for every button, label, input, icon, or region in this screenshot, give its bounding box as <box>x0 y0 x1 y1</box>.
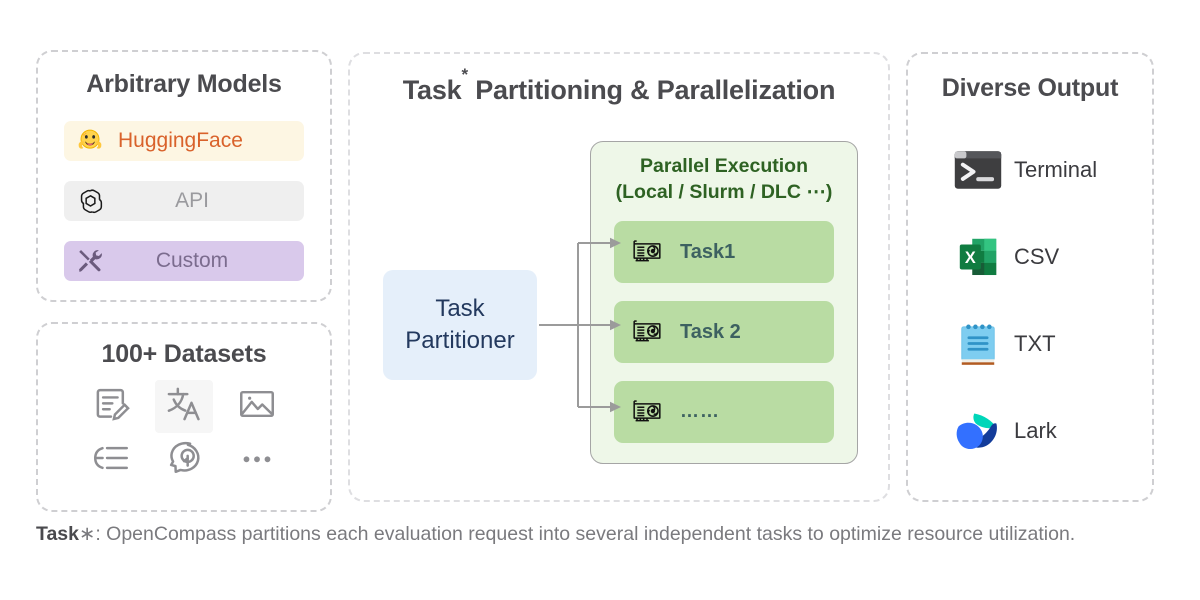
center-title-main: Task <box>402 75 462 105</box>
dataset-icon-cell-3[interactable] <box>90 437 132 484</box>
diverse-output-title: Diverse Output <box>941 74 1119 102</box>
notepad-icon <box>942 321 1014 367</box>
datasets-title: 100+ Datasets <box>101 340 267 368</box>
output-row-csv[interactable]: X CSV <box>942 228 1152 286</box>
document-edit-icon <box>90 383 132 430</box>
output-row-txt[interactable]: TXT <box>942 315 1152 373</box>
output-label-terminal: Terminal <box>1014 157 1098 182</box>
center-panel-title: Task* Partitioning & Parallelization <box>350 65 888 106</box>
model-row-custom[interactable]: Custom <box>64 241 304 281</box>
dataset-icon-cell-4[interactable] <box>163 437 205 484</box>
caption-text: ∗: OpenCompass partitions each evaluatio… <box>79 523 1076 545</box>
dataset-icon-cell-1[interactable] <box>154 379 213 433</box>
model-row-huggingface[interactable]: HuggingFace <box>64 121 304 161</box>
output-row-lark[interactable]: Lark <box>942 402 1152 460</box>
indent-list-icon <box>90 437 132 484</box>
svg-text:X: X <box>965 249 976 267</box>
parallel-execution-box: Parallel Execution (Local / Slurm / DLC … <box>590 141 858 464</box>
caption-bold-term: Task <box>36 523 79 545</box>
tools-icon <box>64 246 116 276</box>
parallel-execution-heading: Parallel Execution (Local / Slurm / DLC … <box>591 154 857 205</box>
image-icon <box>236 383 278 430</box>
terminal-icon <box>942 149 1014 191</box>
footnote-caption: Task∗: OpenCompass partitions each evalu… <box>36 522 1166 546</box>
datasets-panel: 100+ Datasets <box>36 322 332 512</box>
task-card[interactable]: Task1 <box>614 221 834 284</box>
center-title-rest: Partitioning & Parallelization <box>467 75 836 105</box>
task-card-label: Task 2 <box>680 320 741 343</box>
model-label-custom: Custom <box>155 249 229 272</box>
arbitrary-models-panel: Arbitrary Models HuggingFace <box>36 50 332 302</box>
model-row-api[interactable]: API <box>64 181 304 221</box>
task-partitioner-line2: Partitioner <box>405 327 515 354</box>
output-label-txt: TXT <box>1014 331 1056 356</box>
task-card[interactable]: …… <box>614 381 834 444</box>
task-card[interactable]: Task 2 <box>614 301 834 364</box>
gpu-card-icon <box>614 313 680 351</box>
ellipsis-icon <box>236 437 278 484</box>
gpu-card-icon <box>614 393 680 431</box>
center-title-asterisk: * <box>461 64 468 84</box>
output-label-lark: Lark <box>1014 418 1057 443</box>
dataset-icon-cell-5[interactable] <box>236 437 278 484</box>
datasets-icon-grid <box>74 379 294 487</box>
task-card-label: …… <box>680 401 720 423</box>
parallel-heading-line1: Parallel Execution <box>640 155 808 177</box>
arbitrary-models-title: Arbitrary Models <box>86 70 282 98</box>
openai-icon <box>64 187 116 216</box>
output-label-csv: CSV <box>1014 244 1060 269</box>
task-card-label: Task1 <box>680 240 736 263</box>
output-row-terminal[interactable]: Terminal <box>942 141 1152 199</box>
model-label-huggingface: HuggingFace <box>118 129 243 152</box>
dataset-icon-cell-2[interactable] <box>236 383 278 430</box>
lark-icon <box>942 410 1014 452</box>
gpu-card-icon <box>614 233 680 271</box>
huggingface-icon <box>64 126 116 156</box>
model-label-api: API <box>175 189 209 212</box>
diverse-output-panel: Diverse Output Terminal <box>906 52 1154 502</box>
reasoning-head-icon <box>163 437 205 484</box>
excel-icon: X <box>942 234 1014 280</box>
dataset-icon-cell-0[interactable] <box>90 383 132 430</box>
task-partitioner-line1: Task <box>435 295 485 323</box>
parallel-heading-line2: (Local / Slurm / DLC ⋯) <box>615 180 833 203</box>
task-partitioner-box[interactable]: Task Partitioner <box>383 270 537 380</box>
translate-icon <box>163 383 205 430</box>
